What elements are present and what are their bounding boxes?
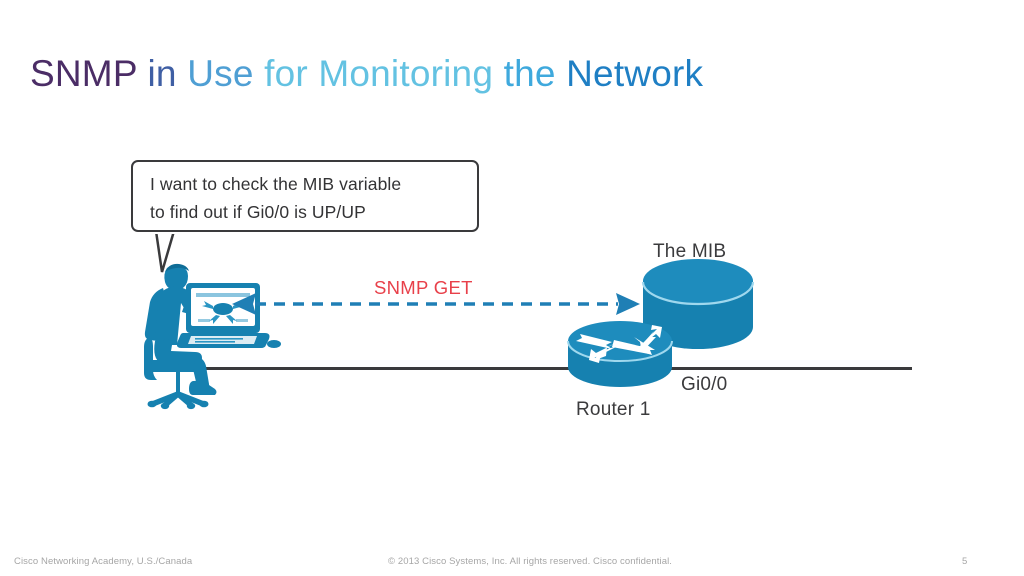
slide-footer: Cisco Networking Academy, U.S./Canada © … xyxy=(0,556,1024,576)
router-icon xyxy=(567,321,673,387)
title-segment-network: Network xyxy=(566,53,704,94)
footer-organization: Cisco Networking Academy, U.S./Canada xyxy=(14,556,193,567)
title-segment-snmp: SNMP xyxy=(30,53,138,94)
title-segment-for: for xyxy=(253,53,319,94)
page-title: SNMP in Use for Monitoring the Network xyxy=(30,53,703,96)
title-segment-use: Use xyxy=(187,53,254,94)
footer-page-number: 5 xyxy=(962,556,968,567)
title-segment-the: the xyxy=(493,53,567,94)
footer-copyright: © 2013 Cisco Systems, Inc. All rights re… xyxy=(388,556,673,567)
interface-label: Gi0/0 xyxy=(681,374,728,395)
network-administrator-icon xyxy=(144,263,281,410)
snmp-get-label: SNMP GET xyxy=(374,277,473,298)
snmp-get-arrow xyxy=(232,293,640,315)
title-segment-monitoring: Monitoring xyxy=(318,53,494,94)
mib-label: The MIB xyxy=(653,241,727,262)
speech-bubble: I want to check the MIB variable to find… xyxy=(131,160,479,232)
router-label: Router 1 xyxy=(576,399,651,420)
speech-bubble-line-2: to find out if Gi0/0 is UP/UP xyxy=(150,201,366,222)
title-segment-in: in xyxy=(137,53,188,94)
speech-bubble-line-1: I want to check the MIB variable xyxy=(150,174,402,194)
